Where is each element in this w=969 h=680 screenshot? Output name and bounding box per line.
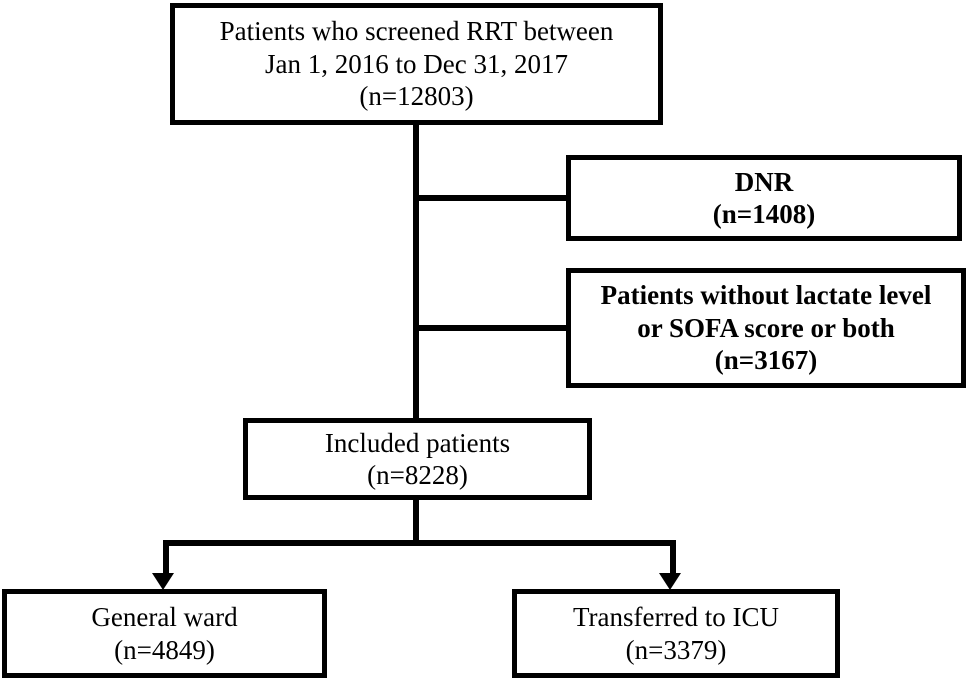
connector-screened-to-dnr bbox=[413, 195, 568, 201]
node-transferred-to-icu: Transferred to ICU (n=3379) bbox=[512, 589, 840, 678]
node-icu-line-1: Transferred to ICU bbox=[573, 602, 779, 633]
arrowhead-ward-icon bbox=[152, 573, 174, 590]
node-included-patients: Included patients (n=8228) bbox=[243, 418, 592, 500]
node-exclusion-dnr: DNR (n=1408) bbox=[566, 155, 962, 241]
node-missing-line-1: Patients without lactate level bbox=[600, 280, 932, 311]
node-ward-line-2: (n=4849) bbox=[114, 634, 215, 665]
node-exclusion-missing-labs: Patients without lactate level or SOFA s… bbox=[566, 268, 966, 388]
connector-screened-to-missing bbox=[413, 325, 568, 331]
connector-split-bar bbox=[163, 540, 676, 546]
node-missing-line-3: (n=3167) bbox=[714, 345, 818, 376]
connector-included-to-split bbox=[413, 500, 419, 543]
node-included-line-1: Included patients bbox=[324, 427, 511, 458]
node-ward-line-1: General ward bbox=[91, 602, 238, 633]
node-screened-line-2: Jan 1, 2016 to Dec 31, 2017 bbox=[265, 48, 568, 79]
connector-split-to-ward bbox=[163, 540, 169, 576]
node-screened-cohort: Patients who screened RRT between Jan 1,… bbox=[170, 3, 663, 125]
node-missing-line-2: or SOFA score or both bbox=[637, 312, 895, 343]
node-dnr-line-2: (n=1408) bbox=[712, 199, 816, 229]
connector-screened-to-included bbox=[413, 125, 419, 420]
node-screened-line-1: Patients who screened RRT between bbox=[219, 16, 614, 47]
connector-split-to-icu bbox=[670, 540, 676, 576]
node-icu-line-2: (n=3379) bbox=[625, 634, 727, 665]
arrowhead-icu-icon bbox=[659, 573, 681, 590]
node-general-ward: General ward (n=4849) bbox=[2, 589, 327, 678]
node-dnr-line-1: DNR bbox=[734, 166, 794, 197]
node-included-line-2: (n=8228) bbox=[367, 460, 468, 490]
node-screened-line-3: (n=12803) bbox=[359, 81, 474, 112]
